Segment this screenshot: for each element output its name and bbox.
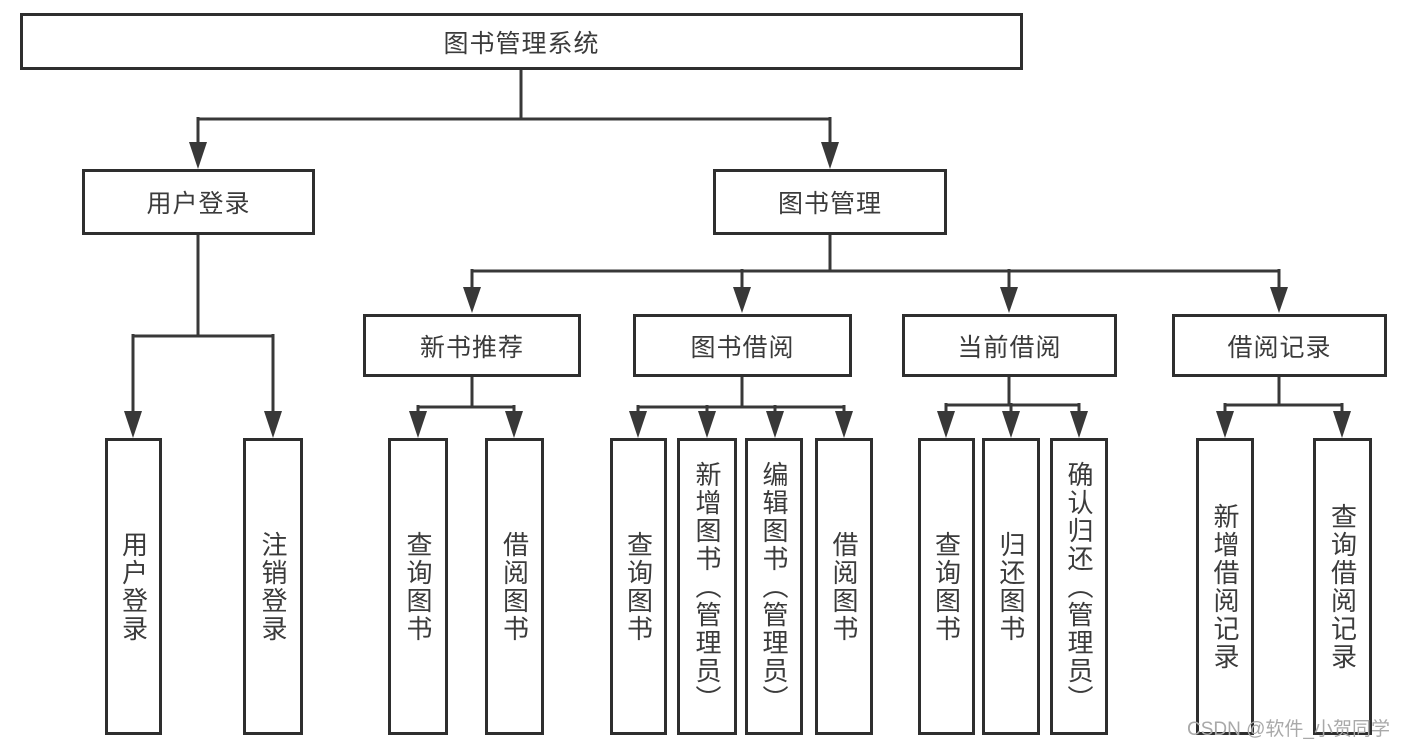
node-root-label: 图书管理系统 — [443, 29, 600, 58]
leaf-borrow-books-1: 借阅图书 — [485, 438, 544, 735]
leaf-query-books-3-label: 查询图书 — [931, 530, 962, 643]
leaf-add-books-admin: 新增图书（管理员） — [677, 438, 737, 735]
node-book-management: 图书管理 — [713, 169, 947, 235]
node-borrowing-records: 借阅记录 — [1172, 314, 1387, 377]
node-user-login: 用户登录 — [82, 169, 315, 235]
leaf-add-borrow-record-label: 新增借阅记录 — [1210, 502, 1240, 671]
node-current-borrowing: 当前借阅 — [902, 314, 1117, 377]
leaf-logout-label: 注销登录 — [258, 530, 288, 643]
leaf-edit-books-admin: 编辑图书（管理员） — [745, 438, 803, 735]
leaf-add-borrow-record: 新增借阅记录 — [1196, 438, 1254, 735]
node-borrowing-records-label: 借阅记录 — [1227, 333, 1332, 362]
leaf-edit-books-admin-label: 编辑图书（管理员） — [759, 460, 789, 713]
node-book-management-label: 图书管理 — [777, 190, 882, 218]
leaf-logout: 注销登录 — [243, 438, 303, 735]
leaf-borrow-books-2-label: 借阅图书 — [829, 530, 859, 643]
leaf-user-login: 用户登录 — [105, 438, 162, 735]
node-root: 图书管理系统 — [20, 13, 1023, 70]
leaf-query-books-2-label: 查询图书 — [623, 530, 654, 643]
leaf-query-books-2: 查询图书 — [610, 438, 667, 735]
node-new-book-recommend-label: 新书推荐 — [419, 333, 524, 362]
leaf-user-login-label: 用户登录 — [118, 530, 149, 643]
node-book-borrowing-label: 图书借阅 — [690, 333, 795, 362]
leaf-borrow-books-1-label: 借阅图书 — [499, 530, 530, 643]
leaf-return-books-label: 归还图书 — [996, 530, 1026, 643]
watermark: CSDN @软件_小贺同学 — [1187, 719, 1390, 740]
node-user-login-label: 用户登录 — [146, 190, 251, 218]
leaf-query-borrow-record-label: 查询借阅记录 — [1327, 502, 1358, 671]
leaf-add-books-admin-label: 新增图书（管理员） — [692, 460, 722, 713]
node-book-borrowing: 图书借阅 — [633, 314, 852, 377]
leaf-query-books-3: 查询图书 — [918, 438, 975, 735]
leaf-return-books: 归还图书 — [982, 438, 1040, 735]
leaf-borrow-books-2: 借阅图书 — [815, 438, 873, 735]
leaf-query-borrow-record: 查询借阅记录 — [1313, 438, 1372, 735]
leaf-query-books-1: 查询图书 — [388, 438, 448, 735]
leaf-query-books-1-label: 查询图书 — [403, 530, 433, 643]
node-current-borrowing-label: 当前借阅 — [957, 333, 1062, 362]
node-new-book-recommend: 新书推荐 — [363, 314, 581, 377]
leaf-confirm-return-admin: 确认归还（管理员） — [1050, 438, 1108, 735]
leaf-confirm-return-admin-label: 确认归还（管理员） — [1064, 460, 1094, 713]
